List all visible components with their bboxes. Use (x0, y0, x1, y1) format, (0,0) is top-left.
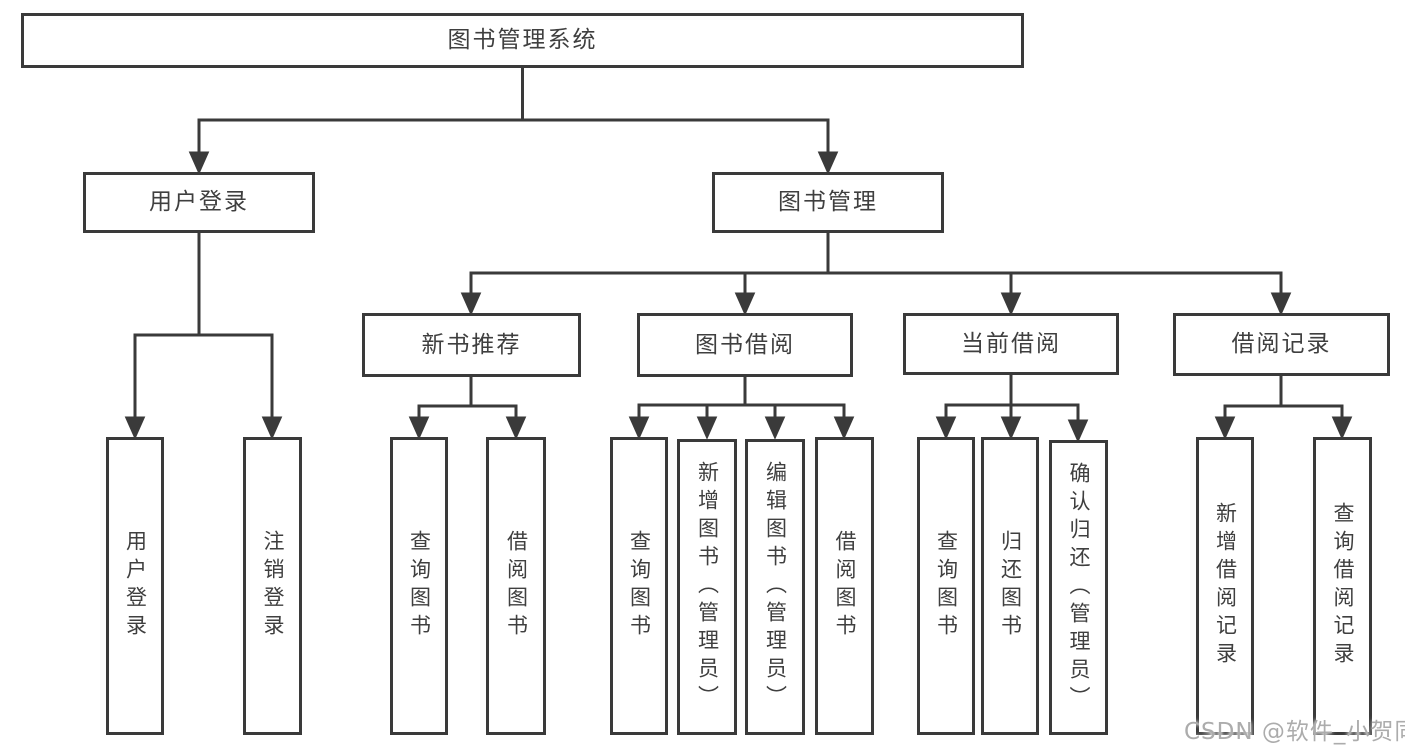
leaf-edit-book-admin-label: 编辑图书（管理员） (763, 461, 788, 713)
leaf-add-book-admin: 新增图书（管理员） (677, 439, 737, 735)
connector-borrowing-records-to-leaves (1214, 376, 1353, 440)
leaf-borrow-books-borrowing-label: 借阅图书 (833, 530, 857, 642)
leaf-query-books-recommend-label: 查询图书 (407, 530, 432, 642)
connector-new-book-to-leaves (408, 377, 527, 440)
leaf-query-books-borrowing: 查询图书 (610, 437, 668, 735)
leaf-confirm-return-admin: 确认归还（管理员） (1049, 440, 1108, 735)
leaf-add-book-admin-label: 新增图书（管理员） (695, 461, 720, 713)
node-current-borrowing-label: 当前借阅 (961, 330, 1061, 357)
leaf-borrow-books-recommend: 借阅图书 (486, 437, 546, 735)
leaf-logout-label: 注销登录 (261, 530, 285, 642)
node-new-book-recommend: 新书推荐 (362, 313, 581, 377)
leaf-query-books-recommend: 查询图书 (390, 437, 448, 735)
connector-book-borrowing-to-leaves (628, 377, 855, 440)
leaf-logout: 注销登录 (243, 437, 302, 735)
node-user-login: 用户登录 (83, 172, 315, 233)
node-library-system-label: 图书管理系统 (447, 27, 598, 53)
leaf-edit-book-admin: 编辑图书（管理员） (745, 439, 805, 735)
leaf-user-login: 用户登录 (106, 437, 164, 735)
leaf-query-borrow-record-label: 查询借阅记录 (1331, 502, 1355, 670)
leaf-confirm-return-admin-label: 确认归还（管理员） (1067, 461, 1091, 714)
node-book-borrowing-label: 图书借阅 (695, 331, 795, 358)
leaf-user-login-label: 用户登录 (123, 530, 148, 642)
connector-current-borrowing-to-leaves (935, 375, 1089, 443)
leaf-add-borrow-record-label: 新增借阅记录 (1213, 502, 1238, 670)
leaf-query-borrow-record: 查询借阅记录 (1313, 437, 1372, 735)
node-user-login-label: 用户登录 (149, 189, 249, 215)
leaf-return-books: 归还图书 (981, 437, 1039, 735)
leaf-query-books-borrowing-label: 查询图书 (627, 530, 652, 642)
csdn-watermark: CSDN @软件_小贺同学 (1184, 719, 1405, 745)
leaf-borrow-books-borrowing: 借阅图书 (815, 437, 874, 735)
node-borrowing-records-label: 借阅记录 (1231, 331, 1332, 357)
node-borrowing-records: 借阅记录 (1173, 313, 1390, 376)
node-library-system: 图书管理系统 (21, 13, 1024, 68)
leaf-query-books-current-label: 查询图书 (934, 530, 959, 642)
node-current-borrowing: 当前借阅 (903, 313, 1119, 375)
node-book-management: 图书管理 (712, 172, 944, 233)
leaf-borrow-books-recommend-label: 借阅图书 (504, 530, 529, 642)
connector-book-management-to-level3 (460, 233, 1292, 316)
connector-user-login-to-leaves (124, 233, 283, 440)
node-book-management-label: 图书管理 (778, 189, 878, 215)
node-new-book-recommend-label: 新书推荐 (421, 331, 522, 358)
leaf-return-books-label: 归还图书 (998, 530, 1023, 642)
node-book-borrowing: 图书借阅 (637, 313, 853, 377)
leaf-query-books-current: 查询图书 (917, 437, 975, 735)
connector-root-to-level2 (188, 67, 839, 175)
leaf-add-borrow-record: 新增借阅记录 (1196, 437, 1254, 735)
